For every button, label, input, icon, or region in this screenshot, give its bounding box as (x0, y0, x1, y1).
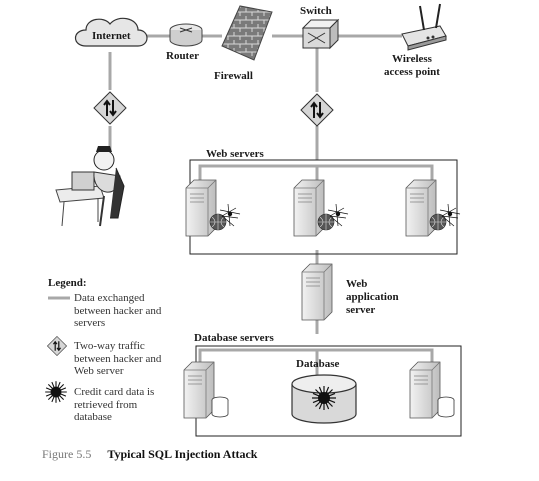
figure-title: Typical SQL Injection Attack (107, 447, 258, 461)
label-internet: Internet (92, 30, 131, 42)
label-firewall: Firewall (214, 70, 253, 82)
two-way-traffic-icon (93, 91, 127, 125)
disk-icon (437, 396, 455, 418)
web-server-icon (293, 179, 325, 237)
database-server-icon (409, 361, 441, 419)
web-servers-group (185, 179, 461, 237)
database-icon (291, 374, 357, 424)
hacker-icon (55, 146, 125, 227)
firewall-icon (221, 5, 273, 61)
credit-card-data-burst-icon (311, 385, 337, 411)
switch-icon (301, 18, 340, 50)
label-web-servers: Web servers (206, 148, 264, 160)
internet-cloud-icon (74, 17, 148, 47)
label-wireless-access-point: Wireless access point (384, 53, 440, 78)
legend-burst-text: Credit card data is retrieved from datab… (74, 386, 155, 423)
web-application-server-icon (301, 263, 333, 321)
legend-two-way-icon (46, 335, 68, 357)
legend-two-way-text: Two-way traffic between hacker and Web s… (74, 340, 162, 377)
figure-caption: Figure 5.5 Typical SQL Injection Attack (42, 447, 257, 462)
two-way-traffic-icon (300, 93, 334, 127)
label-router: Router (166, 50, 199, 62)
wireless-access-point-icon (401, 3, 447, 51)
label-database: Database (296, 358, 340, 370)
legend-glyphs (44, 296, 70, 404)
label-web-application-server: Web application server (346, 278, 399, 316)
router-icon (169, 23, 203, 47)
legend-line-text: Data exchanged between hacker and server… (74, 292, 162, 329)
database-server-icon (183, 361, 215, 419)
web-server-icon (185, 179, 217, 237)
label-database-servers: Database servers (194, 332, 274, 344)
disk-icon (211, 396, 229, 418)
figure-number: Figure 5.5 (42, 447, 92, 461)
legend-burst-icon (44, 380, 68, 404)
web-server-icon (405, 179, 437, 237)
legend-title: Legend: (48, 277, 87, 289)
label-switch: Switch (300, 5, 332, 17)
